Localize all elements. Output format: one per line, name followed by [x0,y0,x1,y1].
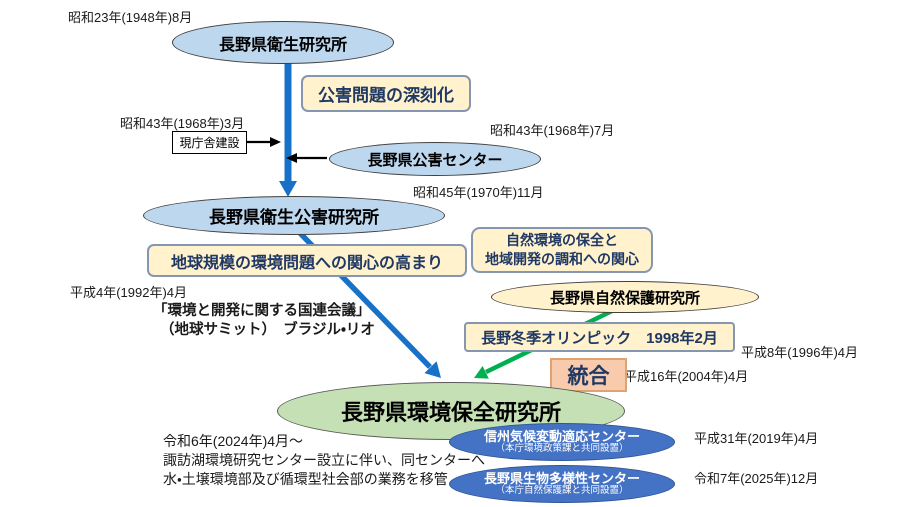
node-kiko-center: 信州気候変動適応センター （本庁環境政策課と共同設置） [449,423,675,461]
date-shizen-hogo-lab: 平成8年(1996年)4月 [741,345,859,360]
event-chikyu-kibo: 地球規模の環境問題への関心の高まり [147,244,467,277]
node-seibutsu-center: 長野県生物多様性センター （本庁自然保護課と共同設置） [449,465,675,503]
event-shizen-kankyo-line2: 地域開発の調和への関心 [485,251,639,267]
node-eisei-lab: 長野県衛生研究所 [172,21,394,64]
date-kiko-center: 平成31年(2019年)4月 [694,431,819,446]
node-kogai-center: 長野県公害センター [329,142,541,176]
event-shizen-kankyo-line1: 自然環境の保全と [506,232,618,249]
note-reiwa6-line1: 令和6年(2024年)4月～ [163,433,304,449]
arrow-eisei-to-eiseikogai [279,63,297,197]
date-chosha: 昭和43年(1968年)3月 [120,116,245,131]
node-chosha: 現庁舎建設 [172,131,247,154]
event-togo: 統合 [550,358,627,392]
node-seibutsu-center-label: 長野県生物多様性センター [483,470,640,486]
node-eisei-kogai-lab: 長野県衛生公害研究所 [143,196,445,235]
event-kogai-mondai: 公害問題の深刻化 [301,75,471,112]
note-unced-line1: 「環境と開発に関する国連会議」 [153,303,371,319]
date-seibutsu-center: 令和7年(2025年)12月 [694,471,819,486]
node-kiko-center-sub: （本庁環境政策課と共同設置） [495,442,629,454]
node-shizen-hogo-lab: 長野県自然保護研究所 [491,281,759,313]
arrow-kogaicenter-to-line [286,153,327,163]
note-unced-line2: （地球サミット） ブラジル・リオ [160,322,375,338]
event-olympic: 長野冬季オリンピック 1998年2月 [464,322,735,352]
arrow-chosha-to-line [247,137,281,147]
event-shizen-kankyo: 自然環境の保全と 地域開発の調和への関心 [471,227,653,273]
date-eisei-lab: 昭和23年(1948年)8月 [68,10,193,25]
date-unced: 平成4年(1992年)4月 [70,285,188,300]
note-reiwa6-line3: 水・土壌環境部及び循環型社会部の業務を移管 [163,471,448,487]
note-reiwa6-line2: 諏訪湖環境研究センター設立に伴い、同センターへ [163,452,485,468]
date-kankyo-hozen-lab: 平成16年(2004年)4月 [624,369,749,384]
node-kiko-center-label: 信州気候変動適応センター [483,428,640,444]
node-seibutsu-center-sub: （本庁自然保護課と共同設置） [495,484,629,496]
date-eisei-kogai-lab: 昭和45年(1970年)11月 [413,185,544,200]
date-kogai-center: 昭和43年(1968年)7月 [490,123,615,138]
